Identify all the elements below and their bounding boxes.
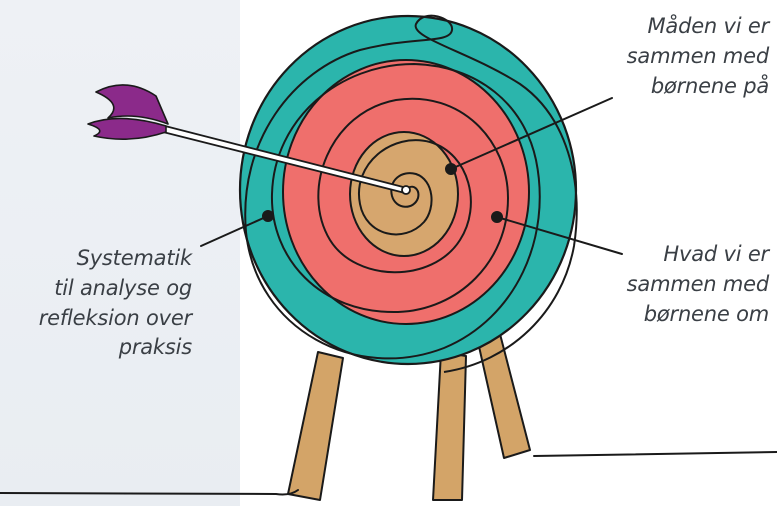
label-line: Måden vi er	[647, 14, 769, 38]
label-line: sammen med	[626, 43, 770, 68]
label-line: Systematik	[76, 246, 193, 270]
pointer-dot-top-right	[445, 163, 457, 175]
label-line: børnene om	[643, 301, 769, 326]
leg-right	[477, 333, 531, 459]
label-line: Hvad vi er	[663, 242, 769, 266]
pointer-lines	[200, 97, 623, 255]
spiral-line	[244, 14, 578, 373]
label-systematic-reflection: Systematik til analyse og refleksion ove…	[6, 244, 193, 363]
arrow-tip	[401, 185, 411, 195]
pointer-line-left	[200, 215, 269, 247]
pointer-line-mid-right	[496, 216, 623, 255]
leg-left	[287, 351, 344, 501]
ground-line-left	[0, 489, 299, 496]
ground-line-right	[533, 451, 777, 457]
label-what-we-do-together: Hvad vi er sammen med børnene om	[626, 240, 770, 329]
target-legs	[287, 333, 531, 501]
pointer-line-top-right	[450, 97, 613, 170]
label-line: sammen med	[626, 271, 770, 296]
label-line: refleksion over	[38, 305, 193, 330]
arrow-fletching-top	[95, 84, 169, 125]
arrow	[87, 84, 411, 195]
arrow-fletching-bottom	[87, 117, 167, 140]
ground-lines	[0, 451, 777, 496]
leg-center	[432, 351, 467, 501]
label-line: børnene på	[650, 73, 769, 98]
pointer-dot-mid-right	[491, 211, 503, 223]
label-line: til analyse og	[54, 275, 192, 300]
label-line: praksis	[118, 335, 193, 360]
pointer-dot-left	[262, 210, 274, 222]
label-way-we-are-together: Måden vi er sammen med børnene på	[626, 12, 770, 101]
